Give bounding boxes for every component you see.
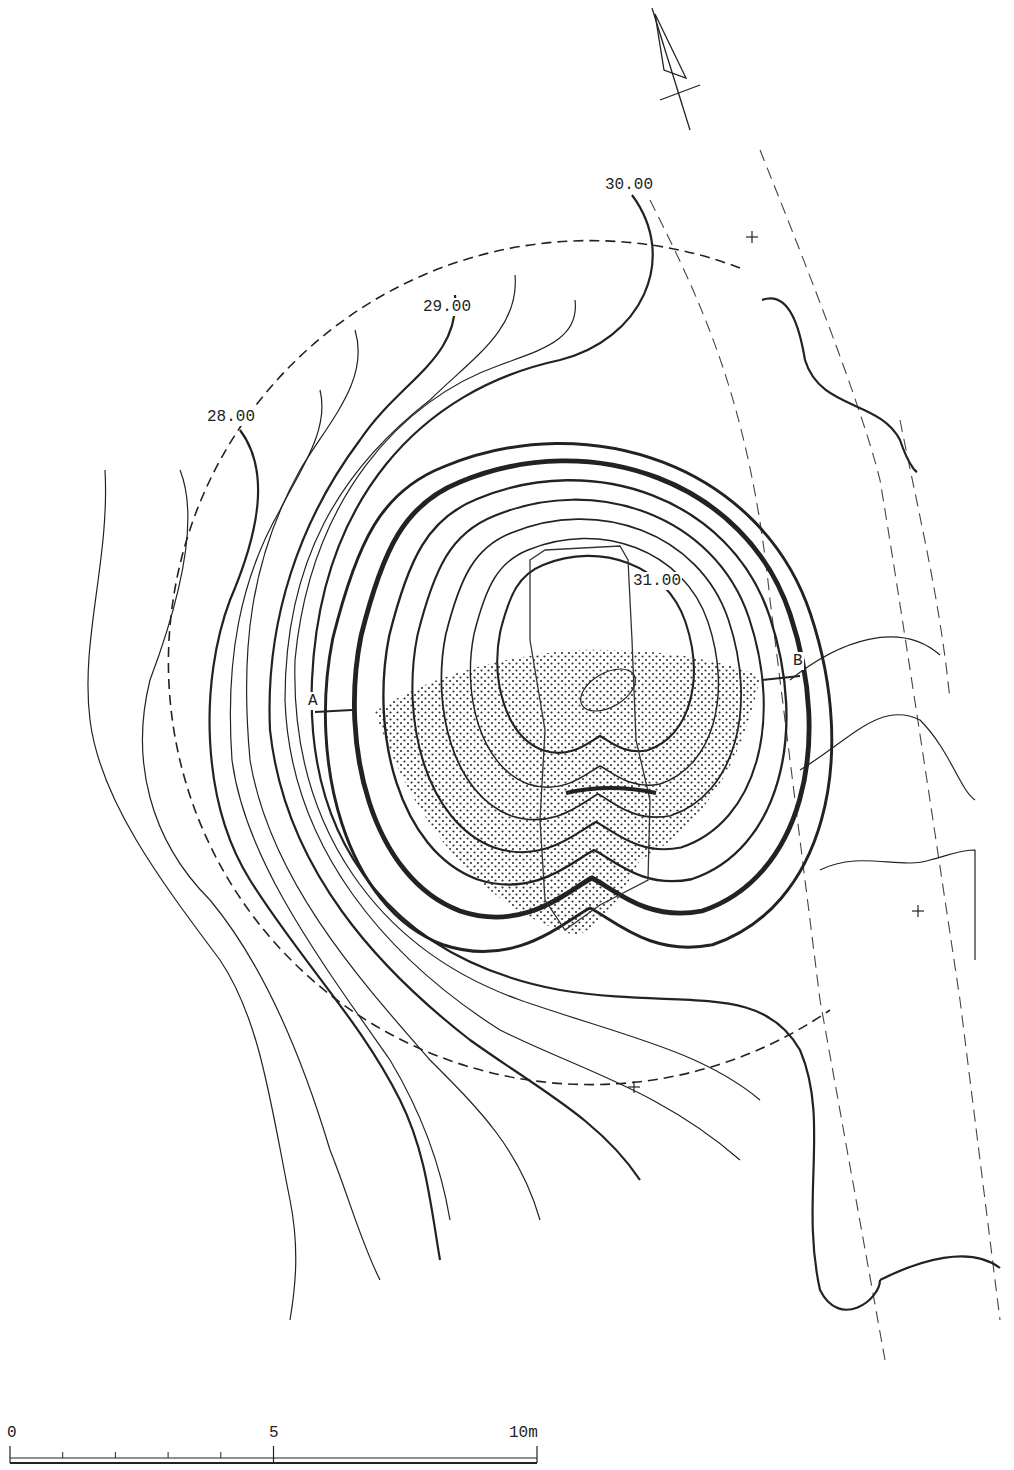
north-arrow (652, 8, 700, 130)
outer-contours (88, 195, 1000, 1320)
road-lines (650, 150, 1000, 1360)
section-letter: A (307, 692, 319, 710)
contour-elevation: 28.00 (206, 408, 256, 426)
grid-crosses (628, 231, 924, 1093)
scale-number: 0 (6, 1424, 18, 1442)
scale-number: 10m (508, 1424, 539, 1442)
summit-contours (325, 443, 831, 951)
mound-outline (168, 241, 830, 1085)
contour-elevation: 30.00 (604, 176, 654, 194)
contour-elevation: 29.00 (422, 298, 472, 316)
stone-feature (566, 788, 656, 793)
scale-bar (10, 1446, 537, 1463)
section-marks (315, 676, 800, 712)
trench-outline (530, 546, 650, 930)
section-letter: B (792, 652, 804, 670)
contour-elevation: 31.00 (632, 572, 682, 590)
scale-number: 5 (268, 1424, 280, 1442)
